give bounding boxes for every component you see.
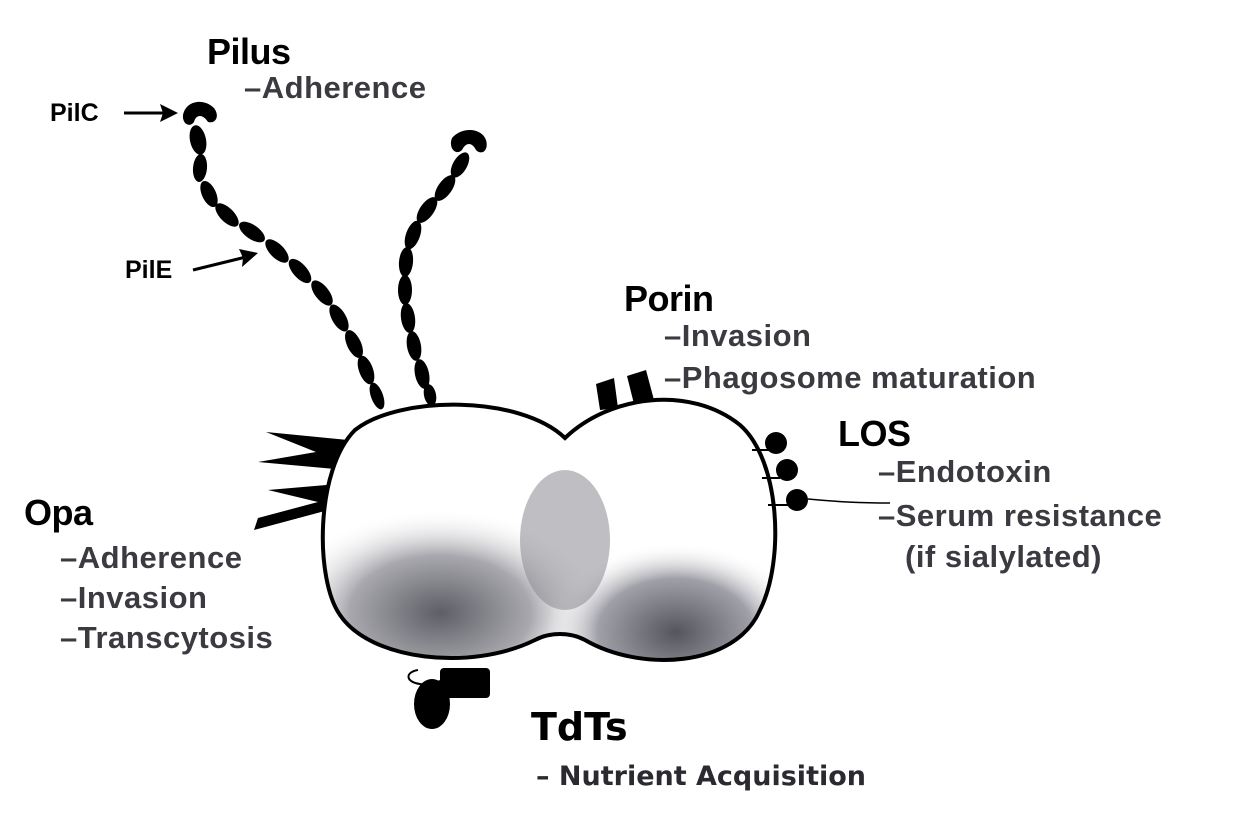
tdt-transporter	[408, 668, 490, 729]
porin-invasion: –Invasion	[664, 320, 812, 351]
opa-label: Opa	[24, 495, 93, 531]
pilus-adherence: –Adherence	[244, 72, 426, 103]
tdts-nutrient: – Nutrient Acquisition	[536, 763, 866, 790]
opa-adherence: –Adherence	[60, 542, 242, 573]
porin-label: Porin	[624, 281, 714, 317]
los-serum: –Serum resistance	[878, 500, 1162, 531]
los-label: LOS	[838, 416, 911, 452]
los-sialylated: (if sialylated)	[905, 541, 1102, 572]
pilc-label: PilC	[50, 101, 99, 126]
cell-body	[305, 400, 785, 690]
opa-invasion: –Invasion	[60, 582, 208, 613]
pilus-fibers	[183, 102, 487, 411]
pilus-left	[183, 102, 388, 411]
pilus-right	[398, 130, 487, 407]
porin-phagosome: –Phagosome maturation	[664, 362, 1036, 393]
pilus-label: Pilus	[207, 34, 291, 70]
opa-transcytosis: –Transcytosis	[60, 622, 273, 653]
tdts-label: TdTs	[531, 708, 628, 746]
los-endotoxin: –Endotoxin	[878, 456, 1052, 487]
pile-label: PilE	[125, 258, 172, 283]
